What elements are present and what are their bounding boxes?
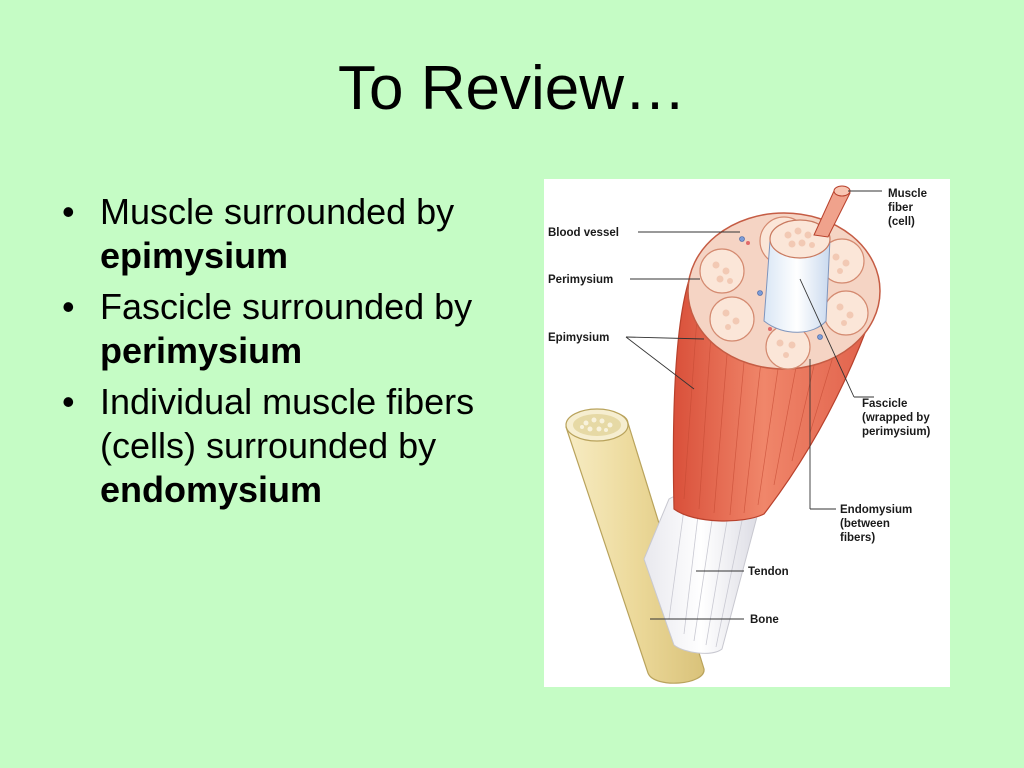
label-tendon: Tendon (748, 566, 789, 578)
label-endomysium: fibers) (840, 532, 875, 544)
label-perimysium: Perimysium (548, 274, 613, 286)
label-muscle-fiber: fiber (888, 202, 913, 214)
label-endomysium: Endomysium (840, 504, 912, 516)
muscle-anatomy-illustration: Muscle fiber (cell) Blood vessel Perimys… (548, 185, 931, 684)
bullet-text: Fascicle surrounded by (100, 286, 473, 327)
label-muscle-fiber: Muscle (888, 188, 927, 200)
bullet-marker: • (62, 286, 75, 327)
label-endomysium: (between (840, 518, 890, 530)
bullet-term: endomysium (100, 469, 323, 510)
label-fascicle: Fascicle (862, 398, 907, 410)
label-blood-vessel: Blood vessel (548, 227, 619, 239)
label-bone: Bone (750, 614, 779, 626)
fascicle-shape (763, 219, 831, 333)
label-fascicle: perimysium) (862, 426, 931, 438)
label-epimysium: Epimysium (548, 332, 609, 344)
bullet-item-epimysium: • Muscle surrounded by epimysium (62, 190, 522, 278)
muscle-anatomy-figure: Muscle fiber (cell) Blood vessel Perimys… (544, 179, 950, 687)
label-muscle-fiber: (cell) (888, 216, 915, 228)
bullet-item-perimysium: • Fascicle surrounded by perimysium (62, 285, 522, 373)
label-fascicle: (wrapped by (862, 412, 930, 424)
slide-title: To Review… (338, 54, 686, 123)
bullet-text: Muscle surrounded by (100, 191, 455, 232)
bullet-term: epimysium (100, 235, 289, 276)
bullet-list: • Muscle surrounded by epimysium • Fasci… (62, 190, 522, 519)
bullet-text: Individual muscle fibers (cells) surroun… (100, 381, 475, 466)
leader-lines (625, 190, 882, 620)
bullet-marker: • (62, 191, 75, 232)
bullet-item-endomysium: • Individual muscle fibers (cells) surro… (62, 380, 522, 512)
bullet-marker: • (62, 381, 75, 422)
muscle-fiber-shape (813, 185, 851, 238)
bullet-term: perimysium (100, 330, 303, 371)
